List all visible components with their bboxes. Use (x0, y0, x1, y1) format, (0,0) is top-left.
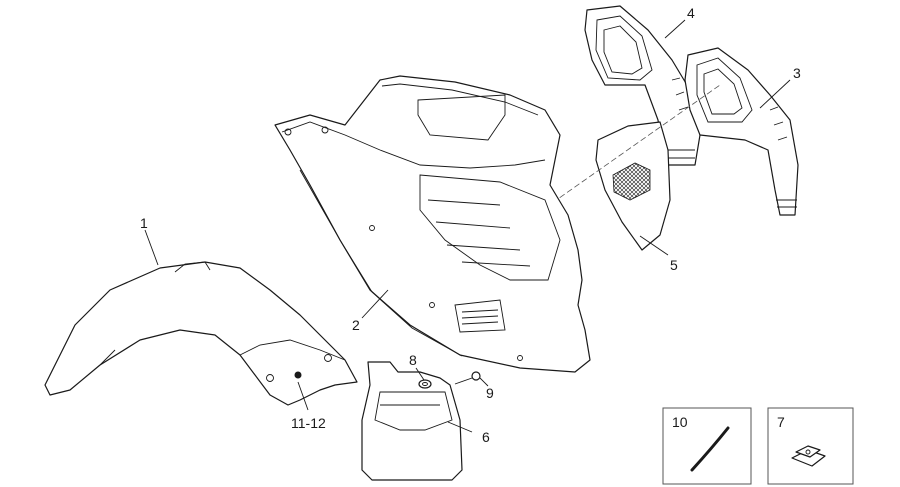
part-2-front-shield (274, 75, 591, 373)
part-6-mud-flap (361, 361, 463, 481)
hose-part (690, 426, 730, 472)
part-9-screw (454, 371, 481, 385)
part-5-grille-panel (595, 121, 671, 251)
callout-9: 9 (486, 385, 494, 401)
callout-8: 8 (409, 352, 417, 368)
clip-nut-part (791, 445, 826, 467)
inset-label-10: 10 (672, 414, 688, 430)
callout-3: 3 (793, 65, 801, 81)
part-8-washer (418, 379, 432, 389)
callout-6: 6 (482, 429, 490, 445)
inset-box-7: 7 (767, 407, 854, 485)
part-4-air-duct (584, 5, 701, 166)
inset-label-7: 7 (777, 414, 785, 430)
inset-box-10: 10 (662, 407, 752, 485)
part-1-front-mudguard (44, 261, 358, 406)
callout-2: 2 (352, 317, 360, 333)
callout-4: 4 (687, 5, 695, 21)
part-3-air-duct (684, 47, 799, 216)
callout-1: 1 (140, 215, 148, 231)
leader-lines (144, 19, 791, 433)
callout-11-12: 11-12 (291, 415, 326, 431)
callout-5: 5 (670, 257, 678, 273)
